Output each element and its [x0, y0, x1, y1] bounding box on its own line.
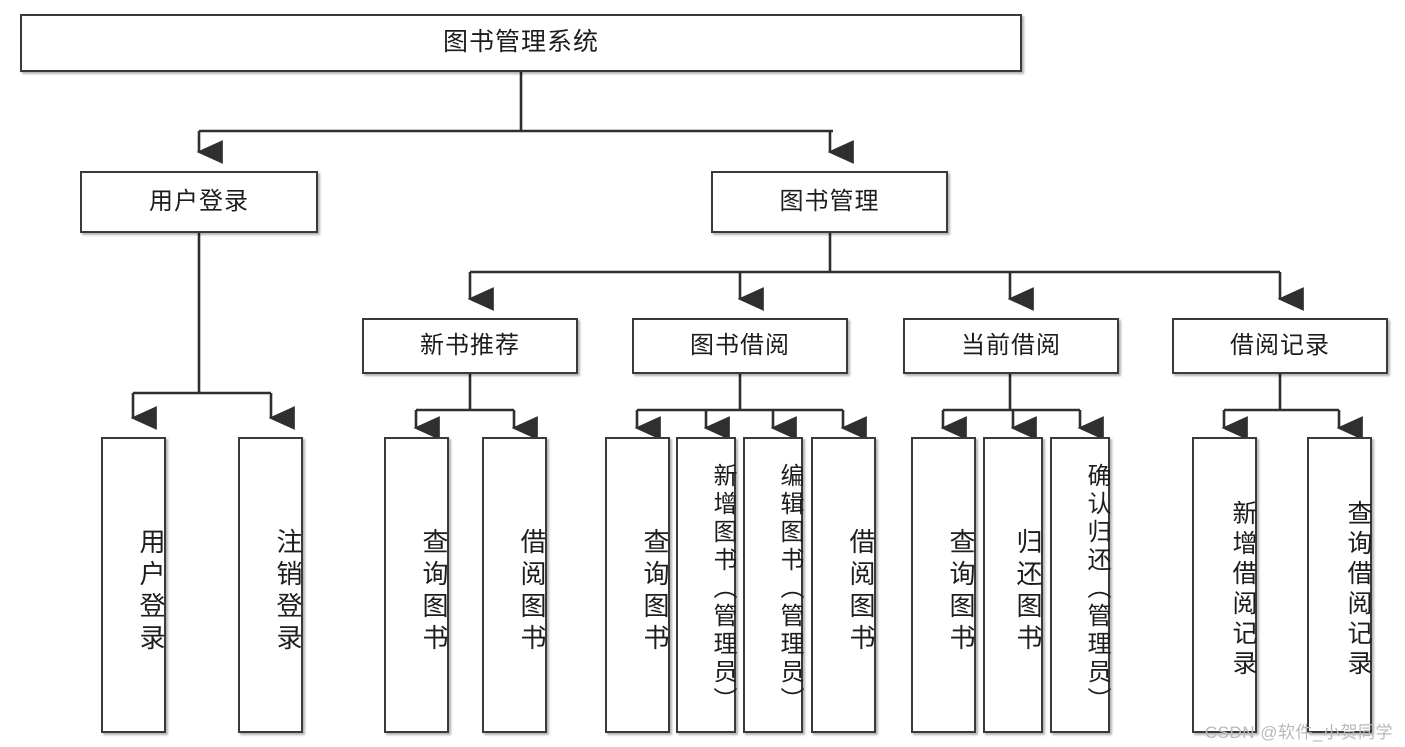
node-leaf-query-record[interactable]: 查询借阅记录	[1307, 437, 1372, 733]
node-label: 查询图书	[419, 528, 449, 656]
node-label: 新书推荐	[420, 331, 520, 359]
node-leaf-query-book-3[interactable]: 查询图书	[911, 437, 976, 733]
node-root[interactable]: 图书管理系统	[20, 14, 1022, 72]
node-label: 新增图书（管理员）	[709, 463, 736, 715]
node-label: 注销登录	[273, 528, 303, 656]
node-label: 借阅图书	[846, 528, 876, 656]
node-book-manage[interactable]: 图书管理	[711, 171, 948, 233]
node-borrow-record[interactable]: 借阅记录	[1172, 318, 1388, 374]
node-leaf-borrow-book-2[interactable]: 借阅图书	[811, 437, 876, 733]
node-label: 新增借阅记录	[1229, 500, 1257, 680]
node-label: 确认归还（管理员）	[1083, 463, 1110, 715]
node-leaf-add-record[interactable]: 新增借阅记录	[1192, 437, 1257, 733]
node-leaf-borrow-book-1[interactable]: 借阅图书	[482, 437, 547, 733]
node-new-book-recommend[interactable]: 新书推荐	[362, 318, 578, 374]
node-label: 查询借阅记录	[1344, 500, 1372, 680]
node-leaf-return-book[interactable]: 归还图书	[983, 437, 1043, 733]
node-label: 借阅记录	[1230, 331, 1330, 359]
node-label: 查询图书	[946, 528, 976, 656]
node-label: 借阅图书	[517, 528, 547, 656]
node-label: 图书借阅	[690, 331, 790, 359]
node-label: 用户登录	[149, 187, 249, 215]
node-label: 归还图书	[1013, 528, 1043, 656]
node-leaf-user-login[interactable]: 用户登录	[101, 437, 166, 733]
node-leaf-query-book-2[interactable]: 查询图书	[605, 437, 670, 733]
node-label: 图书管理	[779, 187, 880, 215]
node-label: 图书管理系统	[442, 28, 599, 57]
node-leaf-confirm-return[interactable]: 确认归还（管理员）	[1050, 437, 1110, 733]
node-leaf-logout[interactable]: 注销登录	[238, 437, 303, 733]
node-leaf-query-book-1[interactable]: 查询图书	[384, 437, 449, 733]
node-leaf-add-book[interactable]: 新增图书（管理员）	[676, 437, 736, 733]
node-label: 编辑图书（管理员）	[776, 463, 803, 715]
node-user-login[interactable]: 用户登录	[80, 171, 318, 233]
node-book-borrow[interactable]: 图书借阅	[632, 318, 848, 374]
node-label: 查询图书	[640, 528, 670, 656]
node-label: 用户登录	[136, 528, 166, 656]
node-leaf-edit-book[interactable]: 编辑图书（管理员）	[743, 437, 803, 733]
csdn-watermark: CSDN @软件_小贺同学	[1204, 723, 1393, 742]
node-label: 当前借阅	[961, 331, 1061, 359]
node-current-borrow[interactable]: 当前借阅	[903, 318, 1119, 374]
